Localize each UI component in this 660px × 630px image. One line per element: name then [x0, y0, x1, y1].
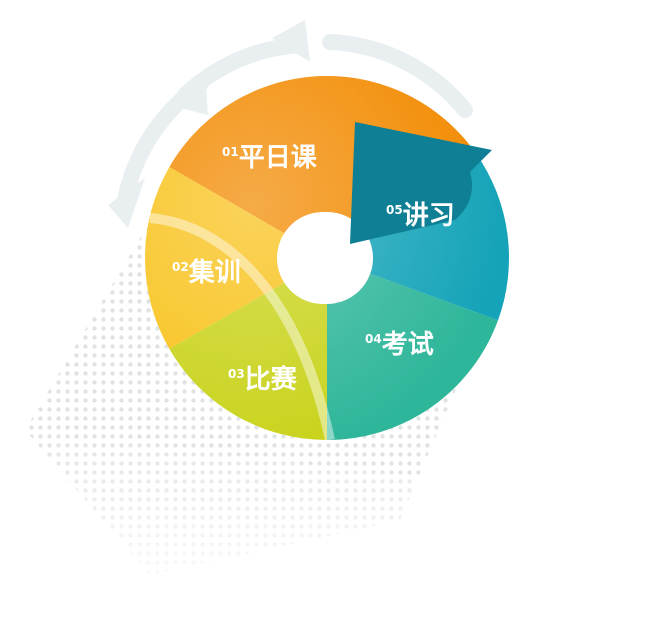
- segment-label-01: 01平日课: [222, 143, 318, 173]
- segment-labels: 01平日课 02集训 03比赛 04考试 05讲习: [172, 143, 455, 395]
- segment-text: 比赛: [245, 364, 298, 395]
- segment-text: 讲习: [403, 201, 455, 231]
- segment-number: 03: [228, 367, 245, 381]
- ghost-arrowheads: [108, 20, 310, 228]
- segment-text: 考试: [382, 330, 434, 360]
- segment-number: 01: [222, 145, 239, 159]
- segment-label-05: 05讲习: [386, 201, 455, 231]
- segment-number: 02: [172, 260, 189, 274]
- shadow-fade: [20, 430, 440, 590]
- segment-label-03: 03比赛: [228, 364, 298, 395]
- segment-number: 04: [365, 332, 382, 346]
- segment-text: 平日课: [239, 143, 318, 173]
- cycle-arrowhead-icon: [350, 122, 492, 244]
- light-streak: [149, 213, 335, 442]
- segment-text: 集训: [188, 257, 241, 288]
- ring-center: [277, 212, 369, 304]
- segment-label-04: 04考试: [365, 330, 434, 360]
- segment-number: 05: [386, 203, 403, 217]
- segment-label-02: 02集训: [172, 257, 241, 288]
